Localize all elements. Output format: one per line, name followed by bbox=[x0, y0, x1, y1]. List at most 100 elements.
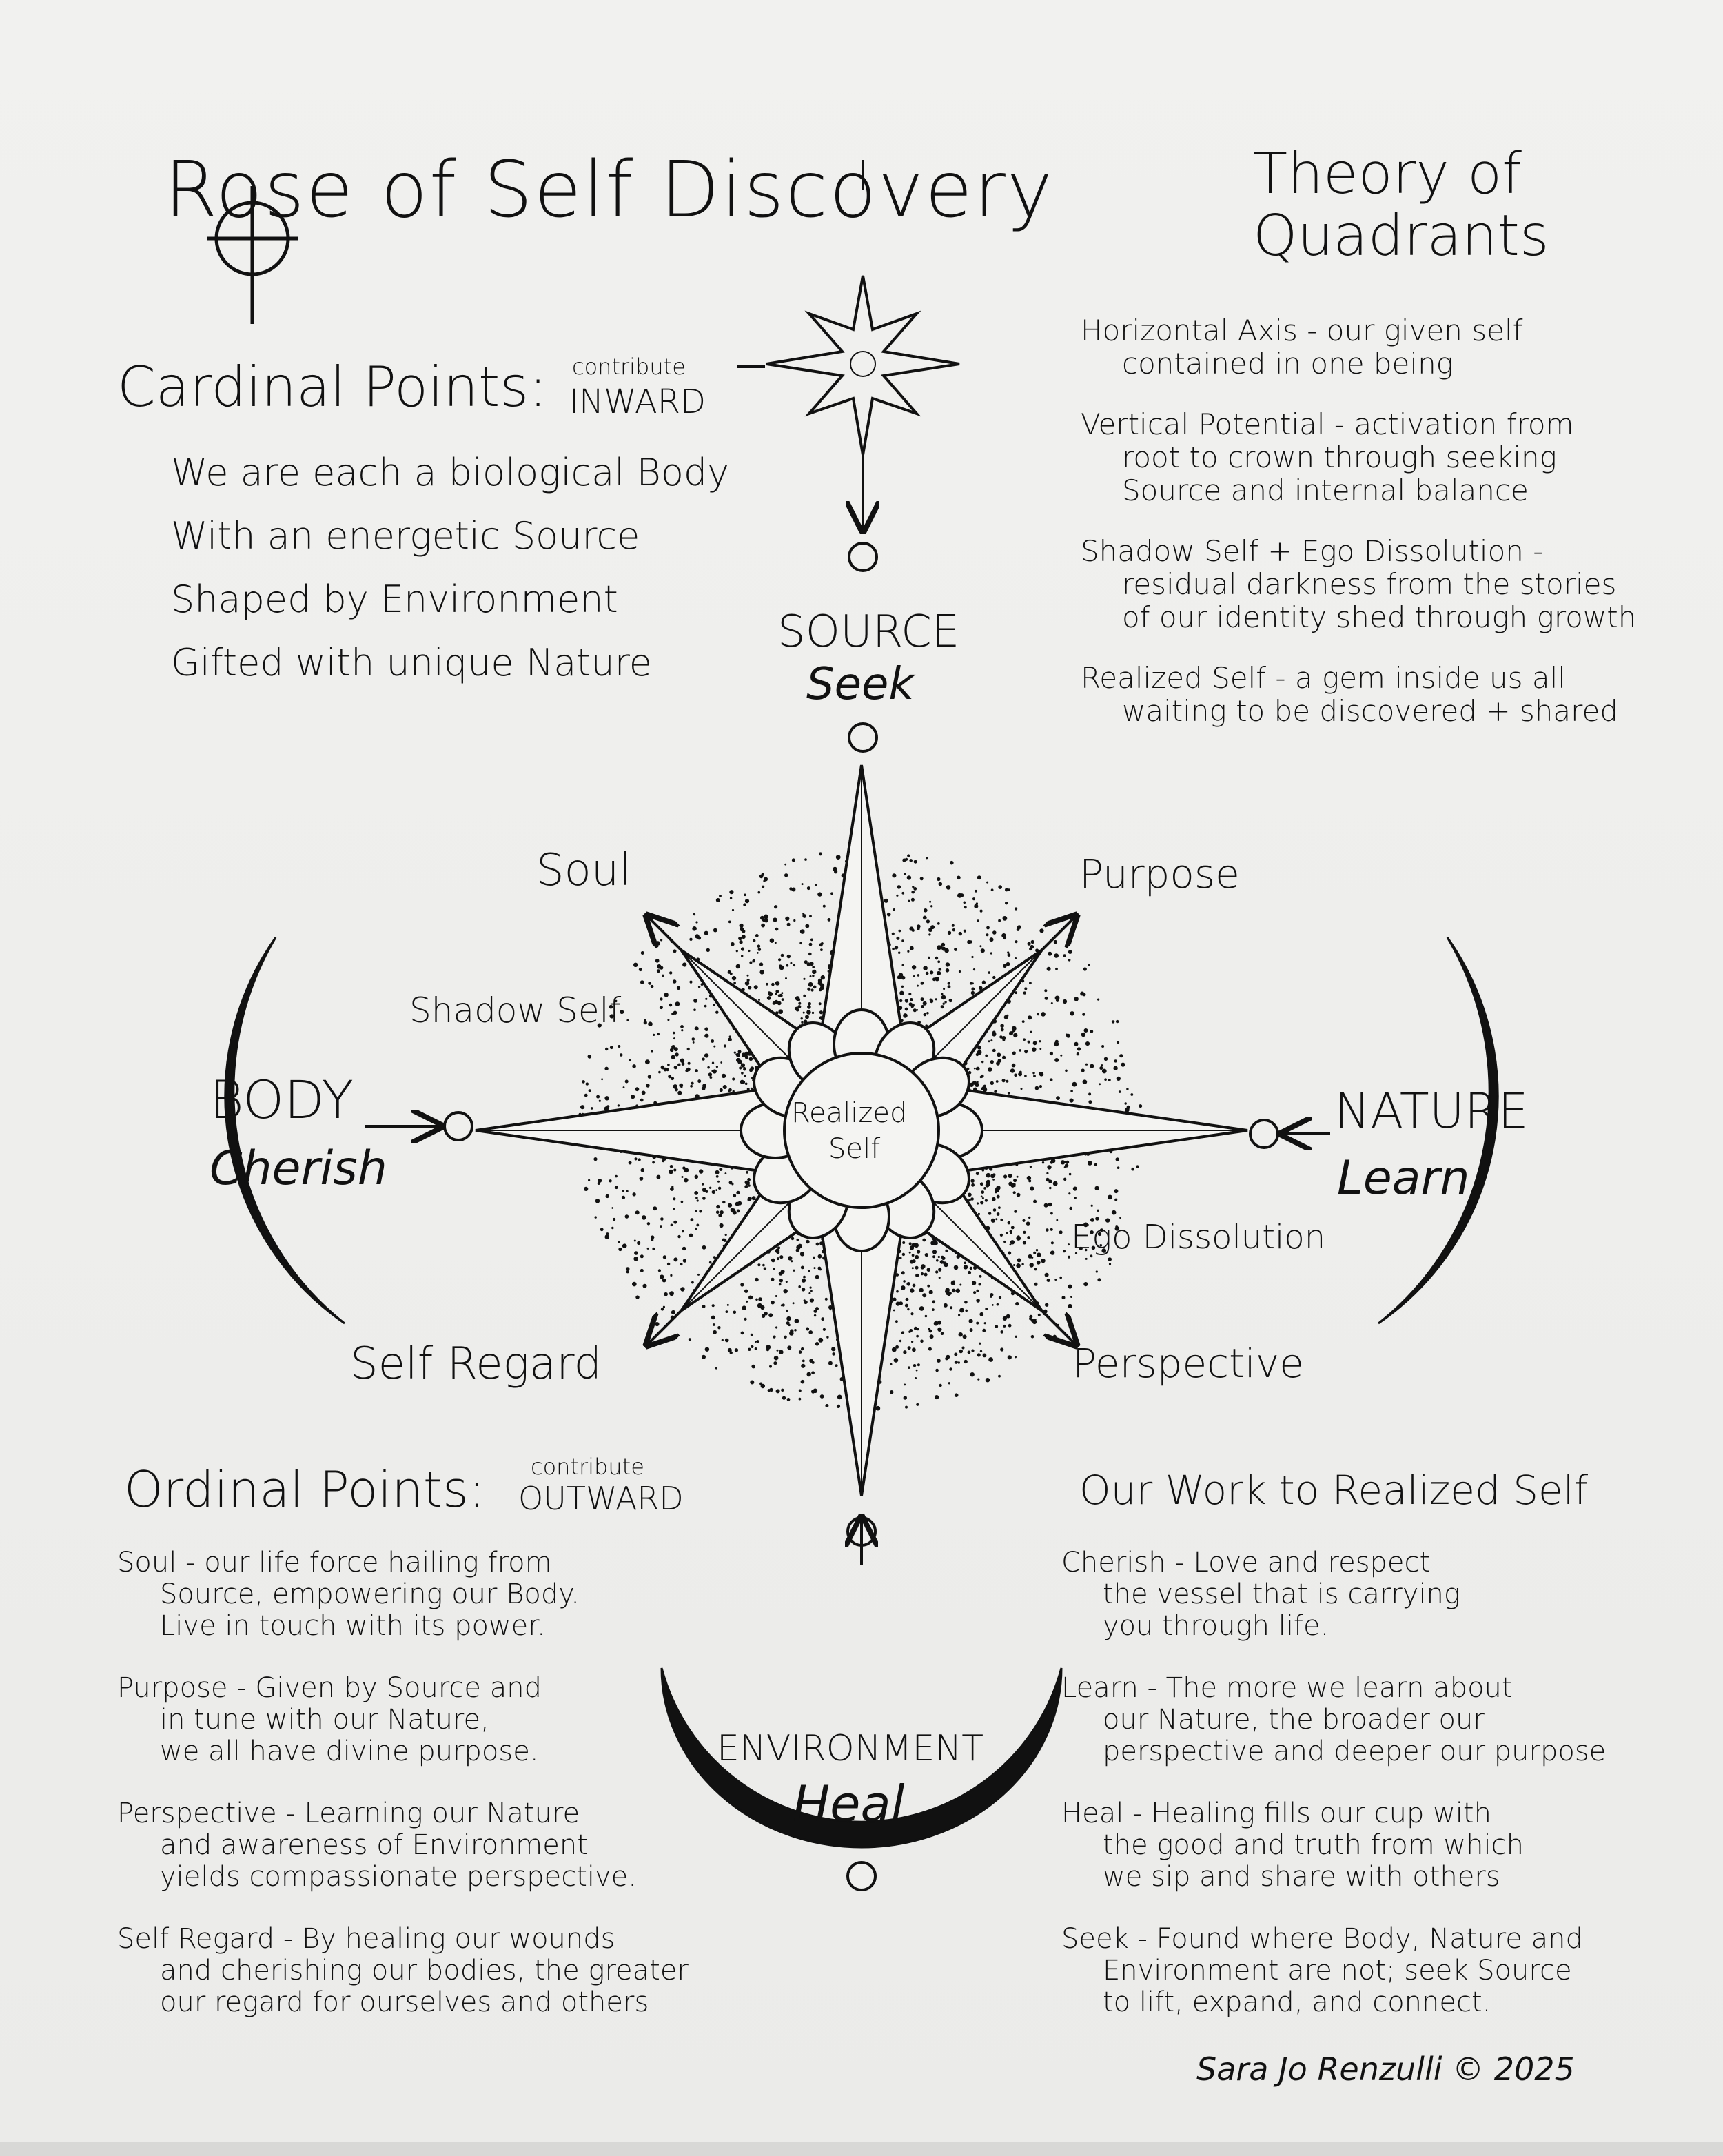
body-label: BODY bbox=[210, 1069, 354, 1130]
stipple-dot bbox=[639, 1177, 644, 1181]
work-note-line: our Nature, the broader our bbox=[1103, 1704, 1485, 1736]
stipple-dot bbox=[705, 997, 708, 1000]
stipple-dot bbox=[1008, 1174, 1012, 1179]
stipple-dot bbox=[744, 893, 746, 897]
stipple-dot bbox=[980, 1195, 983, 1198]
work-note-line: to lift, expand, and connect. bbox=[1103, 1986, 1491, 2018]
stipple-dot bbox=[969, 1328, 973, 1332]
stipple-dot bbox=[926, 1012, 929, 1015]
stipple-dot bbox=[908, 899, 910, 903]
stipple-dot bbox=[702, 1354, 706, 1359]
stipple-dot bbox=[1015, 1356, 1017, 1359]
stipple-dot bbox=[1010, 1068, 1015, 1073]
stipple-dot bbox=[986, 1172, 991, 1178]
stipple-dot bbox=[739, 1066, 742, 1070]
stipple-dot bbox=[958, 1332, 963, 1337]
stipple-dot bbox=[1037, 1313, 1041, 1316]
stipple-dot bbox=[694, 1174, 699, 1179]
stipple-dot bbox=[728, 920, 731, 924]
stipple-dot bbox=[992, 1179, 995, 1181]
stipple-dot bbox=[653, 1206, 657, 1211]
stipple-dot bbox=[942, 1002, 945, 1005]
stipple-dot bbox=[760, 915, 764, 920]
stipple-dot bbox=[771, 982, 775, 986]
stipple-dot bbox=[817, 892, 822, 897]
stipple-dot bbox=[890, 1363, 893, 1365]
stipple-dot bbox=[689, 1233, 693, 1237]
stipple-dot bbox=[763, 879, 766, 882]
stipple-dot bbox=[660, 1274, 664, 1279]
stipple-dot bbox=[923, 1013, 927, 1017]
stipple-dot bbox=[1099, 1083, 1101, 1086]
stipple-dot bbox=[805, 1015, 809, 1019]
stipple-dot bbox=[786, 1309, 788, 1312]
stipple-dot bbox=[755, 934, 759, 937]
stipple-dot bbox=[807, 987, 811, 991]
stipple-dot bbox=[778, 1009, 783, 1014]
stipple-dot bbox=[1084, 1248, 1088, 1252]
stipple-dot bbox=[930, 925, 935, 930]
stipple-dot bbox=[1052, 1334, 1057, 1339]
stipple-dot bbox=[1126, 1088, 1129, 1090]
stipple-dot bbox=[930, 970, 934, 975]
stipple-dot bbox=[638, 968, 642, 972]
stipple-dot bbox=[755, 1277, 759, 1282]
stipple-dot bbox=[1030, 1030, 1032, 1033]
stipple-dot bbox=[922, 915, 927, 920]
stipple-dot bbox=[737, 1059, 742, 1064]
stipple-dot bbox=[1063, 1166, 1066, 1168]
stipple-dot bbox=[926, 919, 930, 924]
stipple-dot bbox=[1030, 1186, 1034, 1191]
stipple-dot bbox=[673, 1257, 678, 1262]
stipple-dot bbox=[1002, 1316, 1007, 1321]
stipple-dot bbox=[896, 936, 900, 940]
stipple-dot bbox=[1022, 1241, 1026, 1245]
stipple-dot bbox=[704, 930, 708, 935]
stipple-dot bbox=[1068, 959, 1071, 962]
stipple-dot bbox=[638, 1158, 641, 1161]
stipple-dot bbox=[648, 982, 652, 985]
stipple-dot bbox=[746, 1088, 750, 1091]
stipple-dot bbox=[990, 1295, 992, 1298]
stipple-dot bbox=[786, 954, 791, 959]
stipple-dot bbox=[1080, 991, 1085, 996]
stipple-dot bbox=[1010, 1232, 1012, 1234]
stipple-dot bbox=[950, 1306, 953, 1310]
stipple-dot bbox=[726, 1303, 729, 1306]
stipple-dot bbox=[1095, 1217, 1099, 1221]
stipple-dot bbox=[660, 1065, 665, 1070]
stipple-dot bbox=[986, 881, 989, 884]
stipple-dot bbox=[977, 1353, 981, 1357]
stipple-dot bbox=[1019, 1049, 1021, 1052]
stipple-dot bbox=[1049, 1051, 1053, 1056]
stipple-dot bbox=[911, 1267, 914, 1270]
source-star-icon bbox=[766, 275, 960, 456]
stipple-dot bbox=[757, 944, 761, 948]
stipple-dot bbox=[970, 1179, 975, 1183]
stipple-dot bbox=[1039, 1048, 1042, 1050]
work-note-line: Learn - The more we learn about bbox=[1061, 1672, 1513, 1704]
stipple-dot bbox=[1046, 1228, 1049, 1232]
stipple-dot bbox=[634, 1251, 638, 1255]
stipple-dot bbox=[935, 1270, 939, 1274]
stipple-dot bbox=[1101, 1248, 1106, 1253]
stipple-dot bbox=[939, 1260, 944, 1264]
quadrant-note-line: Realized Self - a gem inside us all bbox=[1081, 661, 1566, 695]
stipple-dot bbox=[969, 982, 973, 985]
stipple-dot bbox=[673, 1037, 675, 1040]
stipple-dot bbox=[766, 1348, 769, 1352]
self-regard-arrow bbox=[647, 1310, 682, 1345]
stipple-dot bbox=[990, 952, 992, 955]
stipple-dot bbox=[1003, 964, 1007, 968]
stipple-dot bbox=[1024, 1050, 1028, 1054]
stipple-dot bbox=[708, 1261, 712, 1264]
ordinal-note-line: in tune with our Nature, bbox=[160, 1704, 489, 1736]
stipple-dot bbox=[648, 1021, 653, 1026]
stipple-dot bbox=[941, 942, 946, 947]
stipple-dot bbox=[913, 1008, 917, 1013]
nature-label: NATURE bbox=[1334, 1083, 1529, 1139]
stipple-dot bbox=[998, 885, 1002, 889]
stipple-dot bbox=[699, 1210, 702, 1213]
stipple-dot bbox=[1061, 1296, 1066, 1300]
